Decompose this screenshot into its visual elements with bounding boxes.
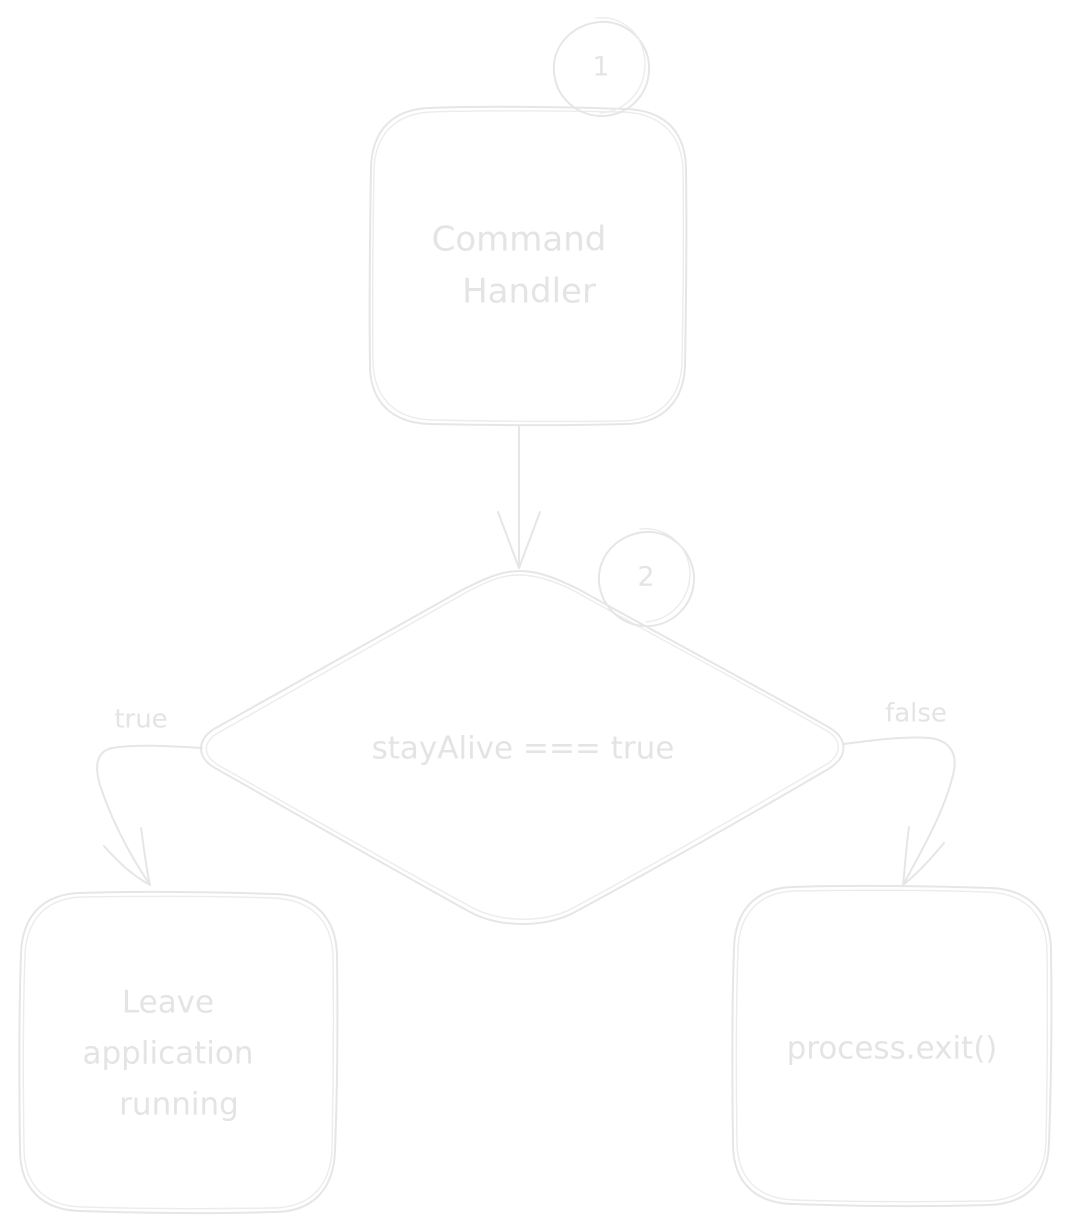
leave-running-line3: running — [119, 1087, 239, 1123]
badge-1-text: 1 — [592, 52, 609, 83]
badge-2-text: 2 — [637, 562, 654, 593]
step-badge-2: 2 — [597, 528, 696, 628]
leave-running-node[interactable]: Leave application running — [18, 890, 339, 1215]
leave-running-line2: application — [83, 1036, 254, 1072]
arrow-handler-to-decision — [497, 425, 541, 569]
step-badge-1: 1 — [552, 17, 651, 118]
process-exit-text: process.exit() — [787, 1031, 998, 1067]
command-handler-line1: Command — [432, 220, 607, 260]
arrow-decision-to-leave-running: true — [96, 705, 203, 886]
leave-running-line1: Leave — [122, 985, 214, 1021]
true-edge-label: true — [114, 705, 167, 735]
false-edge-label: false — [885, 699, 947, 729]
decision-node[interactable]: stayAlive === true — [200, 570, 845, 925]
command-handler-node[interactable]: Command Handler — [368, 105, 688, 427]
arrow-decision-to-process-exit: false — [843, 699, 956, 886]
decision-text: stayAlive === true — [372, 731, 675, 767]
process-exit-node[interactable]: process.exit() — [731, 884, 1053, 1208]
command-handler-line2: Handler — [462, 272, 596, 312]
